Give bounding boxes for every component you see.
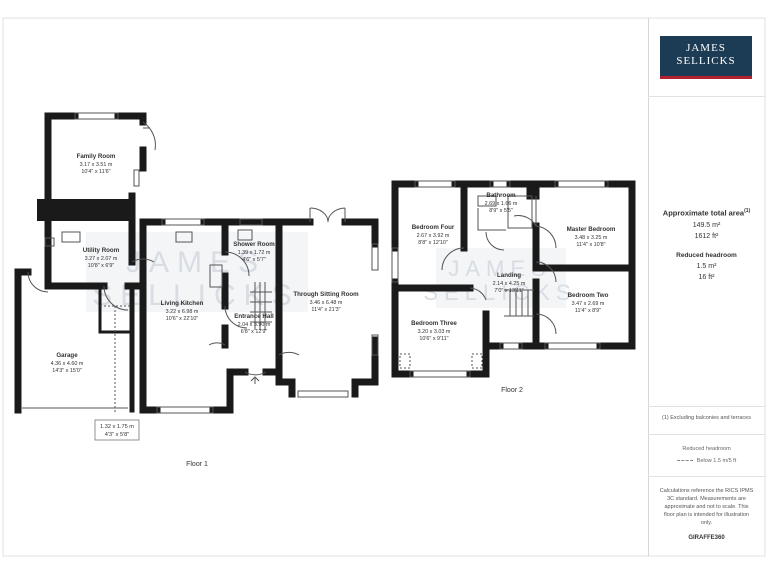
info-panel	[648, 18, 766, 556]
room-imperial-living-kitchen: 10'6" x 22'10"	[166, 316, 199, 322]
total-area-m2: 149.5 m²	[692, 222, 721, 229]
excluding-note: (1) Excluding balconies and terraces	[662, 415, 751, 421]
room-name-landing: Landing	[497, 272, 521, 279]
room-imperial-through-sitting-room: 11'4" x 21'3"	[311, 307, 340, 313]
reduced-headroom-m2: 1.5 m²	[696, 263, 717, 270]
floor2-windows	[391, 180, 609, 378]
divider	[648, 476, 765, 477]
watermark-floor2: JAMES SELLICKS	[423, 248, 576, 308]
svg-text:SELLICKS: SELLICKS	[92, 279, 299, 312]
room-labels: Family Room 3.17 x 3.51 m10'4" x 11'6" Uti…	[51, 153, 616, 374]
brand-red-bar	[660, 76, 752, 79]
room-imperial-bathroom: 8'9" x 5'5"	[489, 208, 513, 214]
legend-item: Below 1.5 m/5 ft	[648, 458, 765, 464]
total-area-label: Approximate total area(1)	[662, 208, 751, 218]
floor1-walls	[14, 112, 379, 414]
room-name-master-bedroom: Master Bedroom	[567, 226, 616, 233]
reduced-headroom-label: Reduced headroom	[676, 252, 737, 259]
svg-text:JAMES: JAMES	[126, 246, 266, 279]
room-imperial-landing: 7'0" x 13'11"	[494, 288, 523, 294]
svg-text:JAMES: JAMES	[448, 256, 551, 281]
room-metric-bedroom-three: 3.20 x 3.03 m	[418, 329, 451, 335]
room-name-through-sitting-room: Through Sitting Room	[293, 291, 359, 298]
room-imperial-bedroom-four: 8'8" x 12'10"	[418, 240, 448, 246]
annotation-metric: 1.32 x 1.75 m	[100, 424, 134, 430]
floor2-walls	[391, 180, 636, 378]
room-metric-bedroom-four: 2.67 x 3.92 m	[417, 233, 450, 239]
room-metric-landing: 2.14 x 4.25 m	[493, 281, 526, 287]
room-metric-utility-room: 3.27 x 2.07 m	[85, 256, 118, 262]
room-name-bedroom-two: Bedroom Two	[568, 292, 609, 299]
brand-line-1: JAMES	[686, 42, 726, 54]
room-imperial-bedroom-two: 11'4" x 8'9"	[575, 308, 601, 314]
legend-dash-icon	[676, 460, 693, 462]
legend-title: Reduced headroom	[682, 446, 731, 452]
annotation-imperial: 4'3" x 5'8"	[105, 432, 129, 438]
giraffe360-credit: GIRAFFE360	[688, 535, 725, 541]
room-imperial-utility-room: 10'8" x 6'9"	[88, 263, 115, 269]
room-name-entrance-hall: Entrance Hall	[234, 313, 274, 320]
room-imperial-entrance-hall: 6'8" x 12'9"	[241, 329, 268, 335]
svg-text:SELLICKS: SELLICKS	[423, 280, 576, 305]
room-imperial-master-bedroom: 11'4" x 10'8"	[576, 242, 605, 248]
brand-line-2: SELLICKS	[676, 55, 736, 67]
room-metric-entrance-hall: 2.04 x 3.90 m	[238, 322, 271, 328]
room-metric-garage: 4.36 x 4.60 m	[51, 361, 84, 367]
room-name-living-kitchen: Living Kitchen	[161, 300, 204, 307]
room-name-bathroom: Bathroom	[486, 192, 516, 199]
room-imperial-garage: 14'3" x 15'0"	[52, 368, 82, 374]
annotation-box: 1.32 x 1.75 m 4'3" x 5'8"	[94, 419, 140, 441]
room-name-bedroom-three: Bedroom Three	[411, 320, 457, 327]
room-name-utility-room: Utility Room	[83, 247, 120, 254]
divider	[648, 406, 765, 407]
room-name-family-room: Family Room	[77, 153, 116, 160]
room-metric-bathroom: 2.69 x 1.66 m	[485, 201, 518, 207]
divider	[648, 434, 765, 435]
total-area-ft2: 1612 ft²	[694, 233, 719, 240]
room-metric-family-room: 3.17 x 3.51 m	[80, 162, 113, 168]
divider	[648, 96, 765, 97]
floor2-label: Floor 2	[501, 387, 523, 394]
brand-logo: JAMES SELLICKS	[660, 36, 752, 79]
reduced-headroom-ft2: 16 ft²	[698, 274, 715, 281]
room-metric-living-kitchen: 3.22 x 6.98 m	[166, 309, 199, 315]
room-name-bedroom-four: Bedroom Four	[412, 224, 455, 231]
room-imperial-shower-room: 4'6" x 5'7"	[242, 257, 266, 263]
room-metric-master-bedroom: 3.48 x 3.25 m	[575, 235, 608, 241]
room-metric-through-sitting-room: 3.46 x 6.48 m	[310, 300, 343, 306]
room-imperial-family-room: 10'4" x 11'6"	[81, 169, 110, 175]
room-metric-bedroom-two: 3.47 x 2.69 m	[572, 301, 605, 307]
floor1-windows	[22, 112, 379, 414]
room-name-garage: Garage	[56, 352, 78, 359]
room-imperial-bedroom-three: 10'6" x 9'11"	[419, 336, 448, 342]
disclaimer: Calculations reference the RICS IPMS 3C …	[659, 488, 754, 526]
room-name-shower-room: Shower Room	[233, 241, 275, 248]
floor1-label: Floor 1	[186, 461, 208, 468]
room-metric-shower-room: 1.39 x 1.72 m	[238, 250, 271, 256]
